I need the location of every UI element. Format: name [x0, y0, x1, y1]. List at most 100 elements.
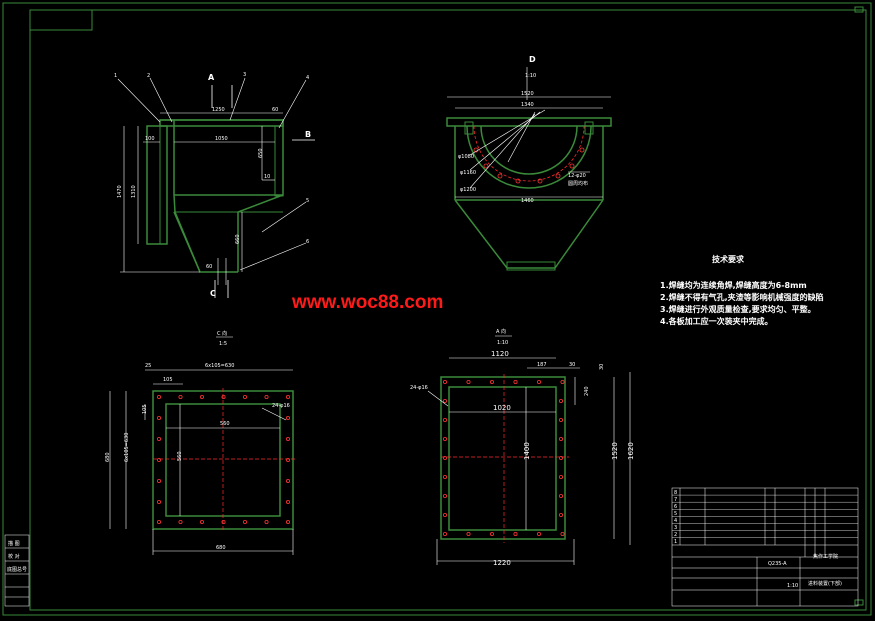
- dim-a-a: 187: [537, 362, 547, 368]
- bolt-hole: [285, 457, 290, 462]
- tb-row-8: 8: [674, 490, 677, 496]
- bolt-hole: [559, 474, 564, 479]
- bolt-hole: [221, 520, 226, 525]
- front-view: [117, 77, 315, 298]
- tb-row-2: 2: [674, 532, 677, 538]
- bolt-hole: [513, 532, 518, 537]
- dim-a-top-w: 1120: [491, 350, 509, 358]
- dim-holes: 12-φ20: [568, 173, 586, 179]
- bolt-hole: [199, 394, 204, 399]
- bolt-hole: [285, 394, 290, 399]
- bolt-hole: [156, 499, 161, 504]
- title-block-rows: [672, 494, 858, 538]
- tb-row-6: 6: [674, 504, 677, 510]
- callout-1: 1: [114, 73, 117, 79]
- left-label-1: 描 图: [8, 540, 20, 547]
- marker-c: C: [210, 289, 216, 298]
- bolt-hole: [442, 493, 447, 498]
- dim-radius2: φ1160: [460, 170, 476, 176]
- dim-a-right-small: 240: [584, 386, 590, 396]
- dim-radius3: φ1200: [460, 187, 476, 193]
- dim-c-first: 105: [163, 377, 173, 383]
- marker-b: B: [305, 130, 311, 139]
- dim-left-flange: 100: [145, 136, 155, 142]
- bolt-hole: [178, 520, 183, 525]
- tb-row-3: 3: [674, 525, 677, 531]
- bolt-hole: [442, 417, 447, 422]
- tb-row-7: 7: [674, 497, 677, 503]
- tb-scale: 1:10: [787, 583, 798, 589]
- bolt-hole: [560, 532, 565, 537]
- dim-c-inner-w: 560: [220, 421, 230, 427]
- tech-notes-title: 技术要求: [712, 254, 745, 264]
- corner-mark-br: [854, 599, 864, 606]
- bolt-hole: [537, 379, 542, 384]
- dim-a-inner-w: 1020: [493, 404, 511, 412]
- view-c-scale: 1:5: [219, 341, 227, 347]
- view-c-label: C 向: [217, 330, 227, 337]
- dim-holes-note: 圆周均布: [568, 180, 588, 187]
- dim-wall-height: 650: [258, 148, 264, 158]
- view-a-label: A 向: [496, 328, 506, 335]
- bolt-hole: [442, 398, 447, 403]
- callout-2: 2: [147, 73, 150, 79]
- view-a-drawing: [427, 335, 631, 565]
- bolt-hole: [264, 520, 269, 525]
- dim-hopper: 660: [235, 234, 241, 244]
- bolt-hole: [156, 478, 161, 483]
- dim-wall: 10: [264, 174, 270, 180]
- top-view: [446, 67, 612, 271]
- dim-a-h2: 1620: [627, 442, 635, 460]
- dim-base: 1460: [521, 198, 534, 204]
- callout-4: 4: [306, 75, 309, 81]
- dim-c-outer-w: 680: [216, 545, 226, 551]
- left-label-3: 底图总号: [7, 566, 27, 573]
- view-c-drawing: [109, 336, 296, 555]
- callout-6: 6: [306, 239, 309, 245]
- dim-gap: 60: [272, 107, 278, 113]
- bolt-hole: [559, 455, 564, 460]
- left-label-2: 校 对: [8, 553, 20, 560]
- tb-drawing-name: 进料装置(下部): [808, 580, 842, 587]
- bolt-hole: [156, 394, 161, 399]
- dim-a-b: 30: [569, 362, 575, 368]
- bolt-hole: [442, 532, 447, 537]
- dim-radius1: φ1080: [458, 154, 474, 160]
- bolt-hole: [221, 394, 226, 399]
- dim-body-height: 1310: [131, 185, 137, 198]
- view-a-scale: 1:10: [497, 340, 508, 346]
- bolt-hole: [442, 513, 447, 518]
- bolt-hole: [466, 379, 471, 384]
- bolt-hole: [442, 436, 447, 441]
- top-tab: [29, 9, 93, 31]
- bolt-hole: [242, 520, 247, 525]
- bolt-hole: [466, 532, 471, 537]
- tb-school: 焦作工学院: [813, 553, 838, 560]
- bolt-hole: [442, 474, 447, 479]
- tb-row-4: 4: [674, 518, 677, 524]
- tb-material: Q235-A: [768, 561, 787, 567]
- bolt-hole: [442, 455, 447, 460]
- bolt-hole: [559, 398, 564, 403]
- dim-c-top-span: 6x105=630: [205, 363, 234, 369]
- bolt-hole: [559, 436, 564, 441]
- bolt-hole: [442, 379, 447, 384]
- dim-a-holes: 24-φ16: [410, 385, 428, 391]
- callout-3: 3: [243, 72, 246, 78]
- title-block: [671, 487, 859, 607]
- dim-top-width: 1250: [212, 107, 225, 113]
- view-d-label: D: [529, 55, 536, 64]
- dim-c-outer-h: 680: [105, 452, 111, 462]
- left-sidebar-block: [4, 534, 30, 607]
- dim-inner: 1340: [521, 102, 534, 108]
- dim-c-inner-h: 560: [177, 451, 183, 461]
- dim-a-c: 30: [599, 364, 605, 370]
- view-d-scale: 1:10: [525, 73, 536, 79]
- bolt-hole: [199, 520, 204, 525]
- dim-c-side-span: 6x105=630: [124, 433, 130, 462]
- marker-a: A: [208, 73, 215, 82]
- bolt-hole: [489, 379, 494, 384]
- tb-row-1: 1: [674, 539, 677, 545]
- tech-note-3: 3.焊缝进行外观质量检查,要求均匀、平整。: [660, 304, 816, 314]
- bolt-hole: [559, 513, 564, 518]
